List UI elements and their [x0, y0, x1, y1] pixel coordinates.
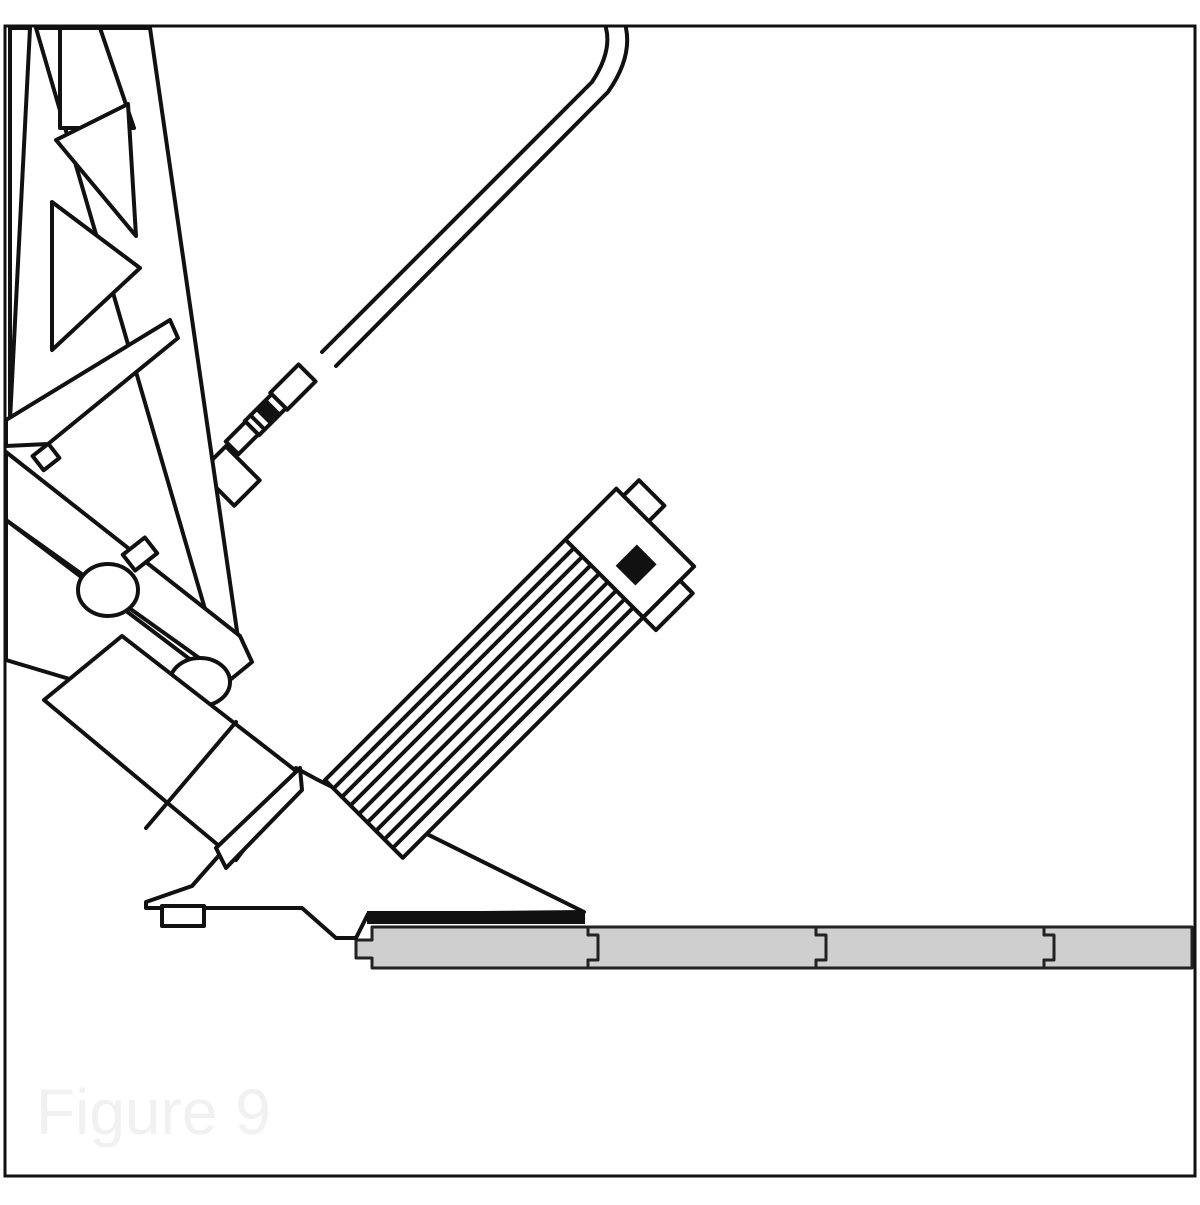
floorboard-4: [1042, 925, 1194, 970]
floorboard-3: [814, 925, 1056, 970]
base-pad: [367, 911, 585, 924]
floorboards: [354, 925, 1194, 970]
air-hose: [198, 26, 630, 508]
floorboard-1: [354, 925, 600, 970]
base-foot: [160, 904, 206, 928]
floorboard-2: [586, 925, 828, 970]
hose-fitting: [223, 362, 318, 457]
figure-caption: Figure 9: [36, 1076, 271, 1148]
nail-magazine: [323, 478, 697, 860]
nailer-body: [4, 318, 304, 870]
magazine-latch: [615, 544, 657, 586]
